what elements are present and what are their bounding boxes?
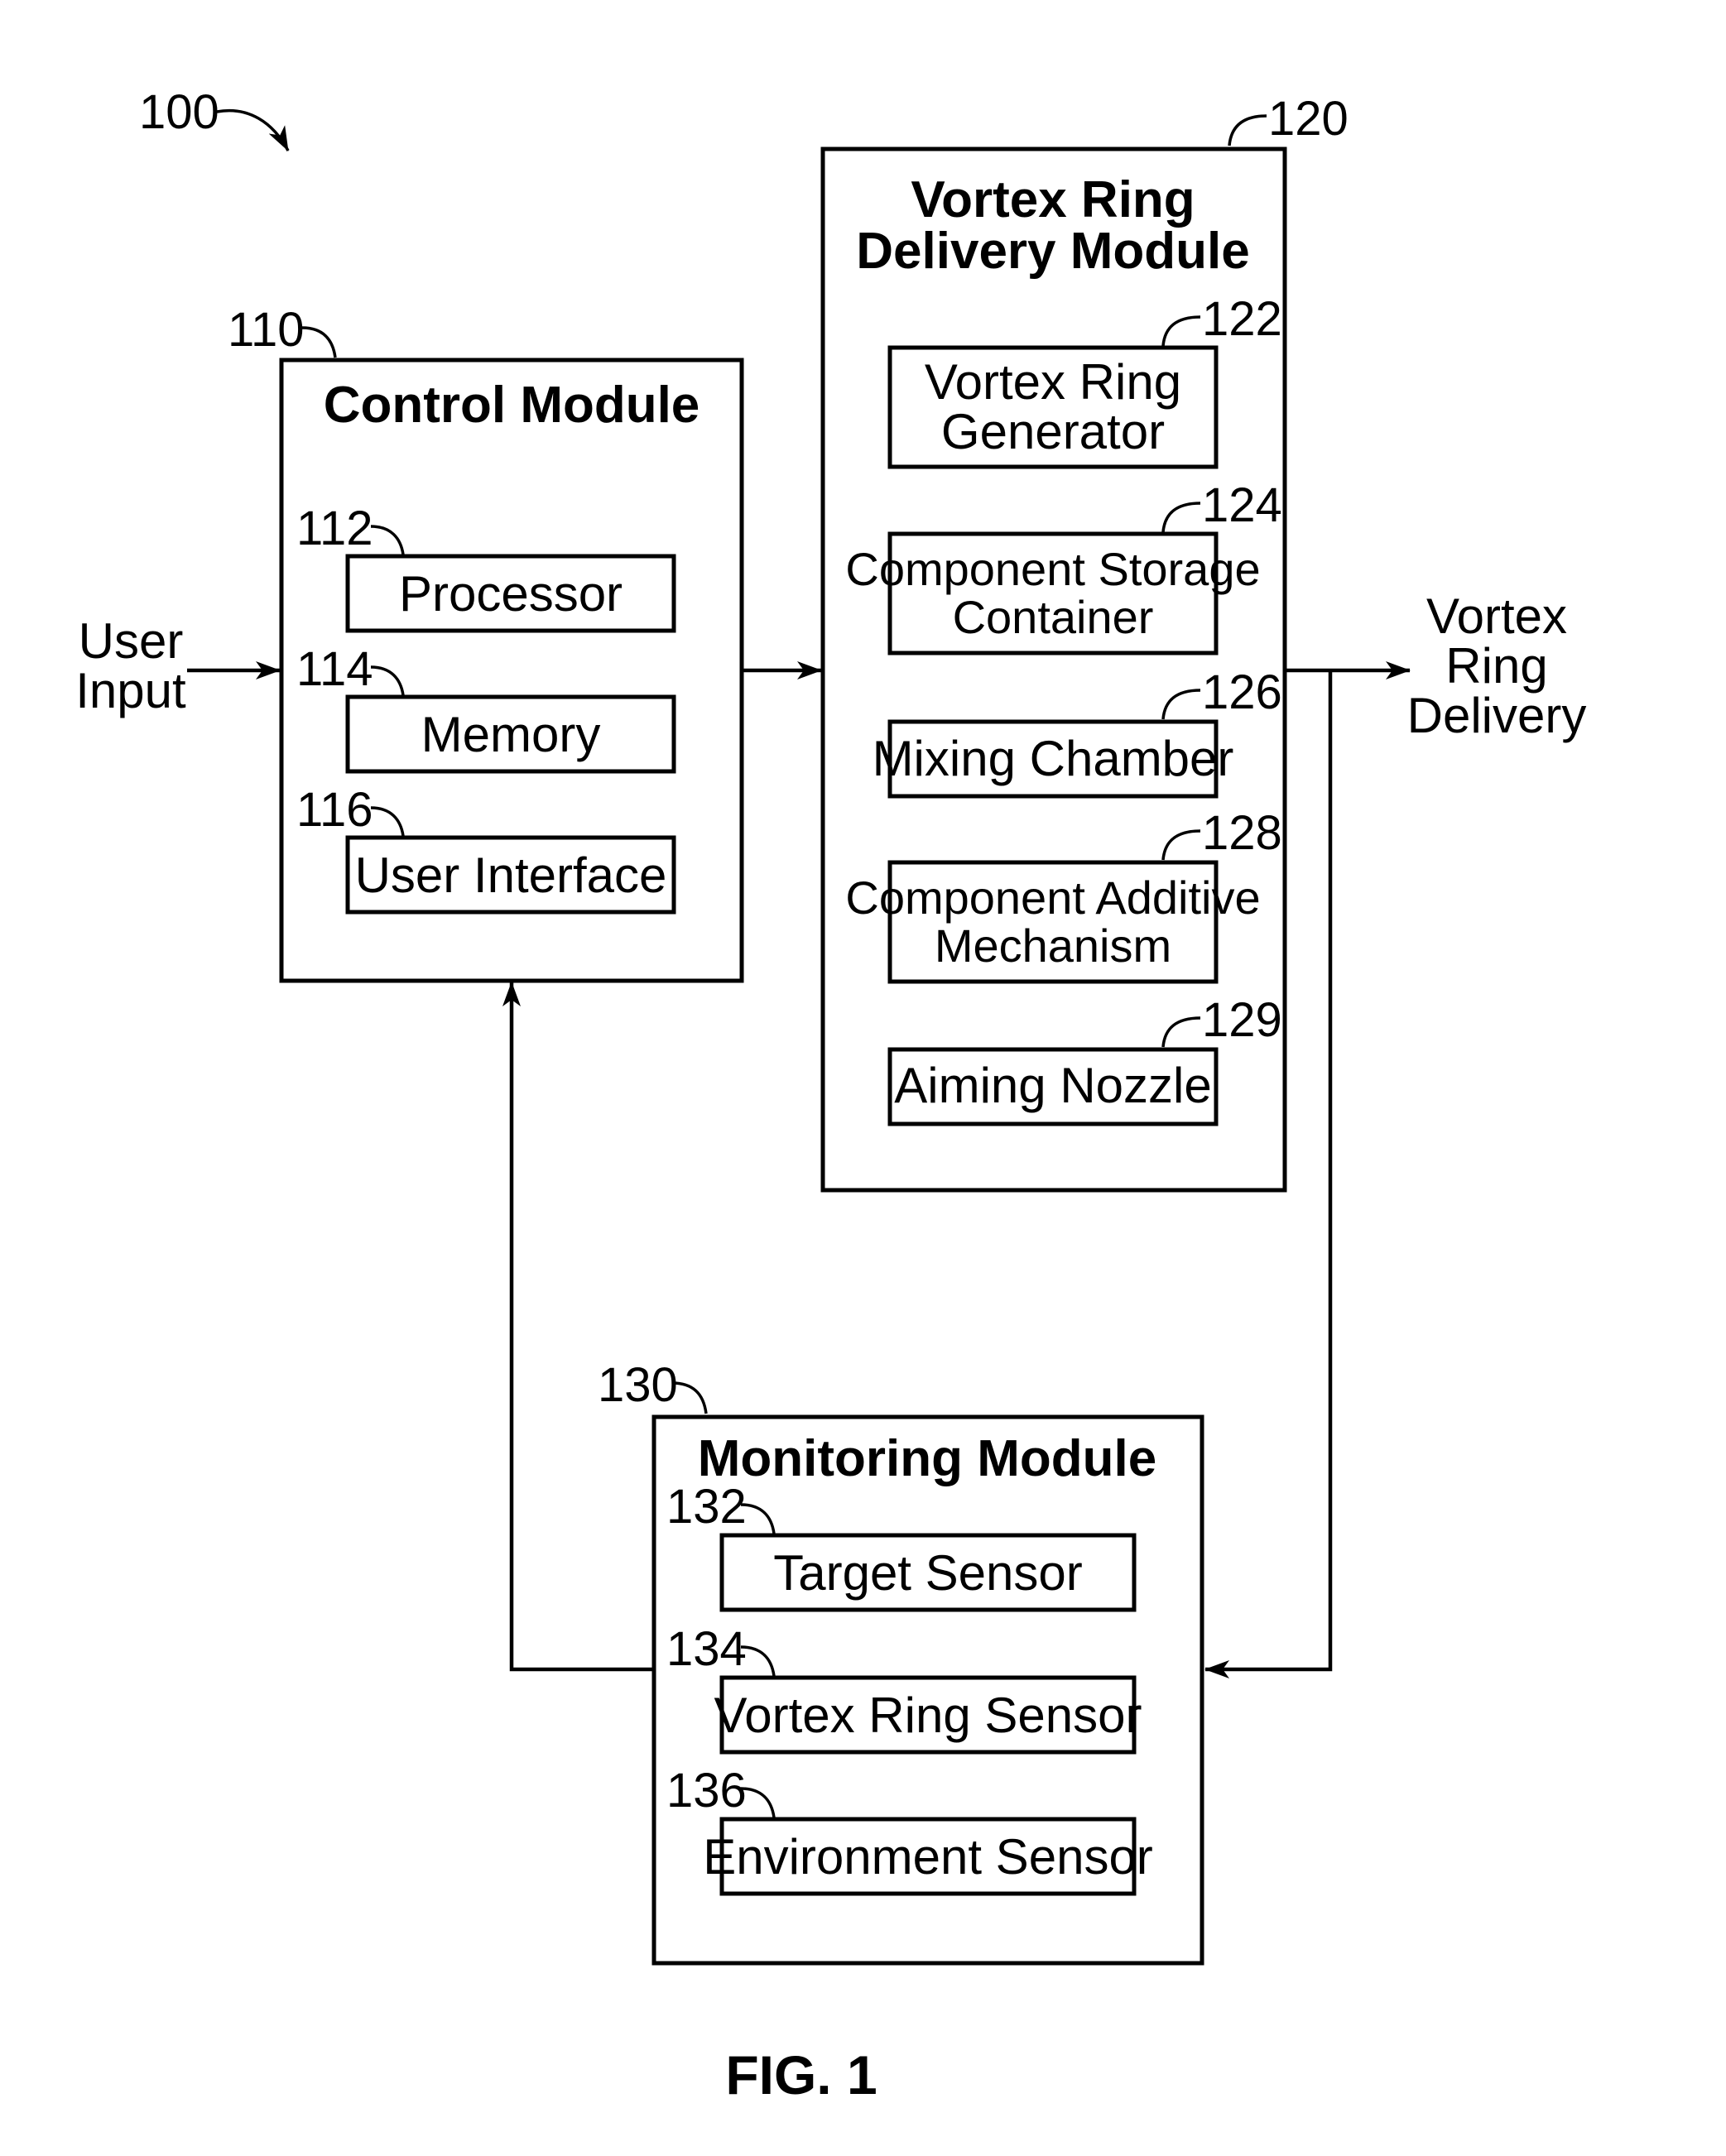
figure-label: FIG. 1 <box>725 2044 877 2106</box>
monitoring-module-title: Monitoring Module <box>698 1430 1156 1487</box>
memory-label: Memory <box>421 707 601 762</box>
component-storage-container-label-line2: Container <box>953 591 1154 643</box>
control-module-ref: 110 <box>228 303 304 357</box>
monitoring-module: 130 Monitoring Module 132 Target Sensor … <box>598 1358 1202 1963</box>
delivery-module-title-line1: Vortex Ring <box>911 171 1195 228</box>
delivery-module-title-line2: Delivery Module <box>856 223 1249 280</box>
processor-ref-hook <box>371 526 403 555</box>
user-input-label-line2: Input <box>75 663 186 718</box>
memory-ref: 114 <box>296 642 373 696</box>
monitoring-module-ref: 130 <box>598 1358 678 1412</box>
delivery-module-ref-hook <box>1229 116 1267 146</box>
delivery-module: 120 Vortex Ring Delivery Module 122 Vort… <box>823 92 1349 1190</box>
component-additive-mechanism-ref: 128 <box>1202 806 1282 860</box>
aiming-nozzle-ref-hook <box>1163 1018 1200 1047</box>
processor-ref: 112 <box>296 502 373 555</box>
system-ref: 100 <box>139 85 219 139</box>
processor-label: Processor <box>399 566 623 622</box>
vortex-ring-generator-ref-hook <box>1163 317 1200 346</box>
target-sensor-ref: 132 <box>666 1480 747 1534</box>
user-interface-ref: 116 <box>296 783 373 837</box>
aiming-nozzle-ref: 129 <box>1202 993 1282 1047</box>
mixing-chamber-label: Mixing Chamber <box>873 731 1234 786</box>
user-input-label-line1: User <box>79 613 184 669</box>
mixing-chamber-ref-hook <box>1163 690 1200 719</box>
control-module-ref-hook <box>302 328 335 358</box>
user-interface-ref-hook <box>371 808 403 836</box>
output-label-line1: Vortex <box>1426 588 1567 644</box>
component-additive-mechanism-label-line1: Component Additive <box>845 872 1260 924</box>
component-storage-container-ref-hook <box>1163 503 1200 532</box>
environment-sensor-ref: 136 <box>666 1764 747 1817</box>
monitoring-to-control-line <box>512 982 654 1669</box>
vortex-ring-sensor-ref: 134 <box>666 1622 747 1676</box>
vortex-ring-generator-label-line2: Generator <box>941 404 1165 459</box>
vortex-ring-sensor-label: Vortex Ring Sensor <box>714 1688 1142 1743</box>
component-storage-container-ref: 124 <box>1202 478 1282 532</box>
target-sensor-label: Target Sensor <box>773 1545 1083 1601</box>
aiming-nozzle-label: Aiming Nozzle <box>894 1058 1211 1113</box>
component-additive-mechanism-label-line2: Mechanism <box>935 920 1171 972</box>
mixing-chamber-ref: 126 <box>1202 665 1282 719</box>
system-ref-arrow <box>217 111 288 151</box>
environment-sensor-label: Environment Sensor <box>703 1829 1153 1885</box>
delivery-module-ref: 120 <box>1268 92 1349 146</box>
control-module: 110 Control Module 112 Processor 114 Mem… <box>228 303 742 981</box>
vortex-ring-generator-label-line1: Vortex Ring <box>925 354 1181 410</box>
output-label-line2: Ring <box>1445 638 1547 694</box>
output-label-line3: Delivery <box>1407 688 1587 743</box>
user-interface-label: User Interface <box>355 848 667 903</box>
memory-ref-hook <box>371 667 403 695</box>
vortex-ring-generator-ref: 122 <box>1202 292 1282 346</box>
control-module-title: Control Module <box>324 377 700 434</box>
component-storage-container-label-line1: Component Storage <box>845 543 1260 595</box>
component-additive-mechanism-ref-hook <box>1163 831 1200 860</box>
